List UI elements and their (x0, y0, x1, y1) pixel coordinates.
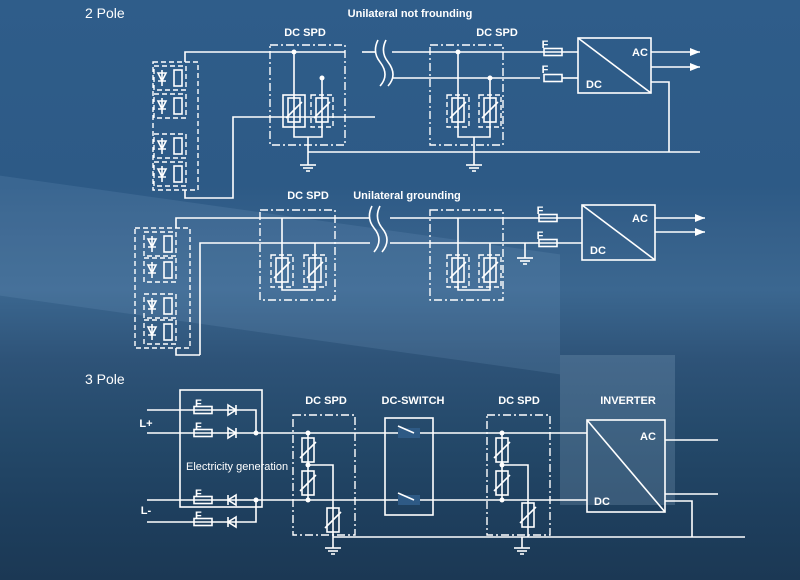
dc-switch (384, 417, 434, 516)
inverter-dc-label: DC (586, 79, 602, 91)
pv-string (134, 227, 191, 349)
spd-label: DC SPD (476, 27, 518, 39)
fuse-label: F (537, 205, 544, 217)
inverter (577, 37, 652, 94)
fuse-label: F (542, 39, 549, 51)
l-plus-label: L+ (139, 418, 152, 430)
diagram-unilateral-grounding: DC SPD Unilateral grounding F F AC DC (134, 190, 705, 356)
inverter-ac-label: AC (632, 213, 648, 225)
spd-label: DC SPD (284, 27, 326, 39)
inverter-ac-label: AC (640, 431, 656, 443)
fuse-label: F (195, 421, 202, 433)
caption: Unilateral grounding (353, 190, 461, 202)
spd-label: DC SPD (498, 395, 540, 407)
caption: Unilateral not frounding (348, 8, 473, 20)
diagram-three-pole: L+ L- Electricity generation F F F F DC … (139, 389, 745, 555)
fuse-label: F (195, 488, 202, 500)
switch-label: DC-SWITCH (382, 395, 445, 407)
three-pole-title: 3 Pole (85, 371, 125, 387)
inverter-label: INVERTER (600, 395, 656, 407)
fuse-label: F (195, 398, 202, 410)
fuse-label: F (537, 230, 544, 242)
fuse-label: F (542, 64, 549, 76)
spd-label: DC SPD (305, 395, 347, 407)
diagram-unilateral-not-grounding: Unilateral not frounding DC SPD DC SPD F… (152, 8, 700, 199)
l-minus-label: L- (141, 505, 152, 517)
fuse-label: F (195, 510, 202, 522)
generation-box (179, 389, 263, 508)
pv-string (152, 61, 199, 191)
generation-label: Electricity generation (186, 461, 288, 473)
inverter-dc-label: DC (594, 496, 610, 508)
spd-label: DC SPD (287, 190, 329, 202)
inverter-dc-label: DC (590, 245, 606, 257)
inverter-ac-label: AC (632, 47, 648, 59)
two-pole-title: 2 Pole (85, 5, 125, 21)
inverter (586, 419, 666, 513)
background-inverter-cabinet (560, 355, 675, 505)
